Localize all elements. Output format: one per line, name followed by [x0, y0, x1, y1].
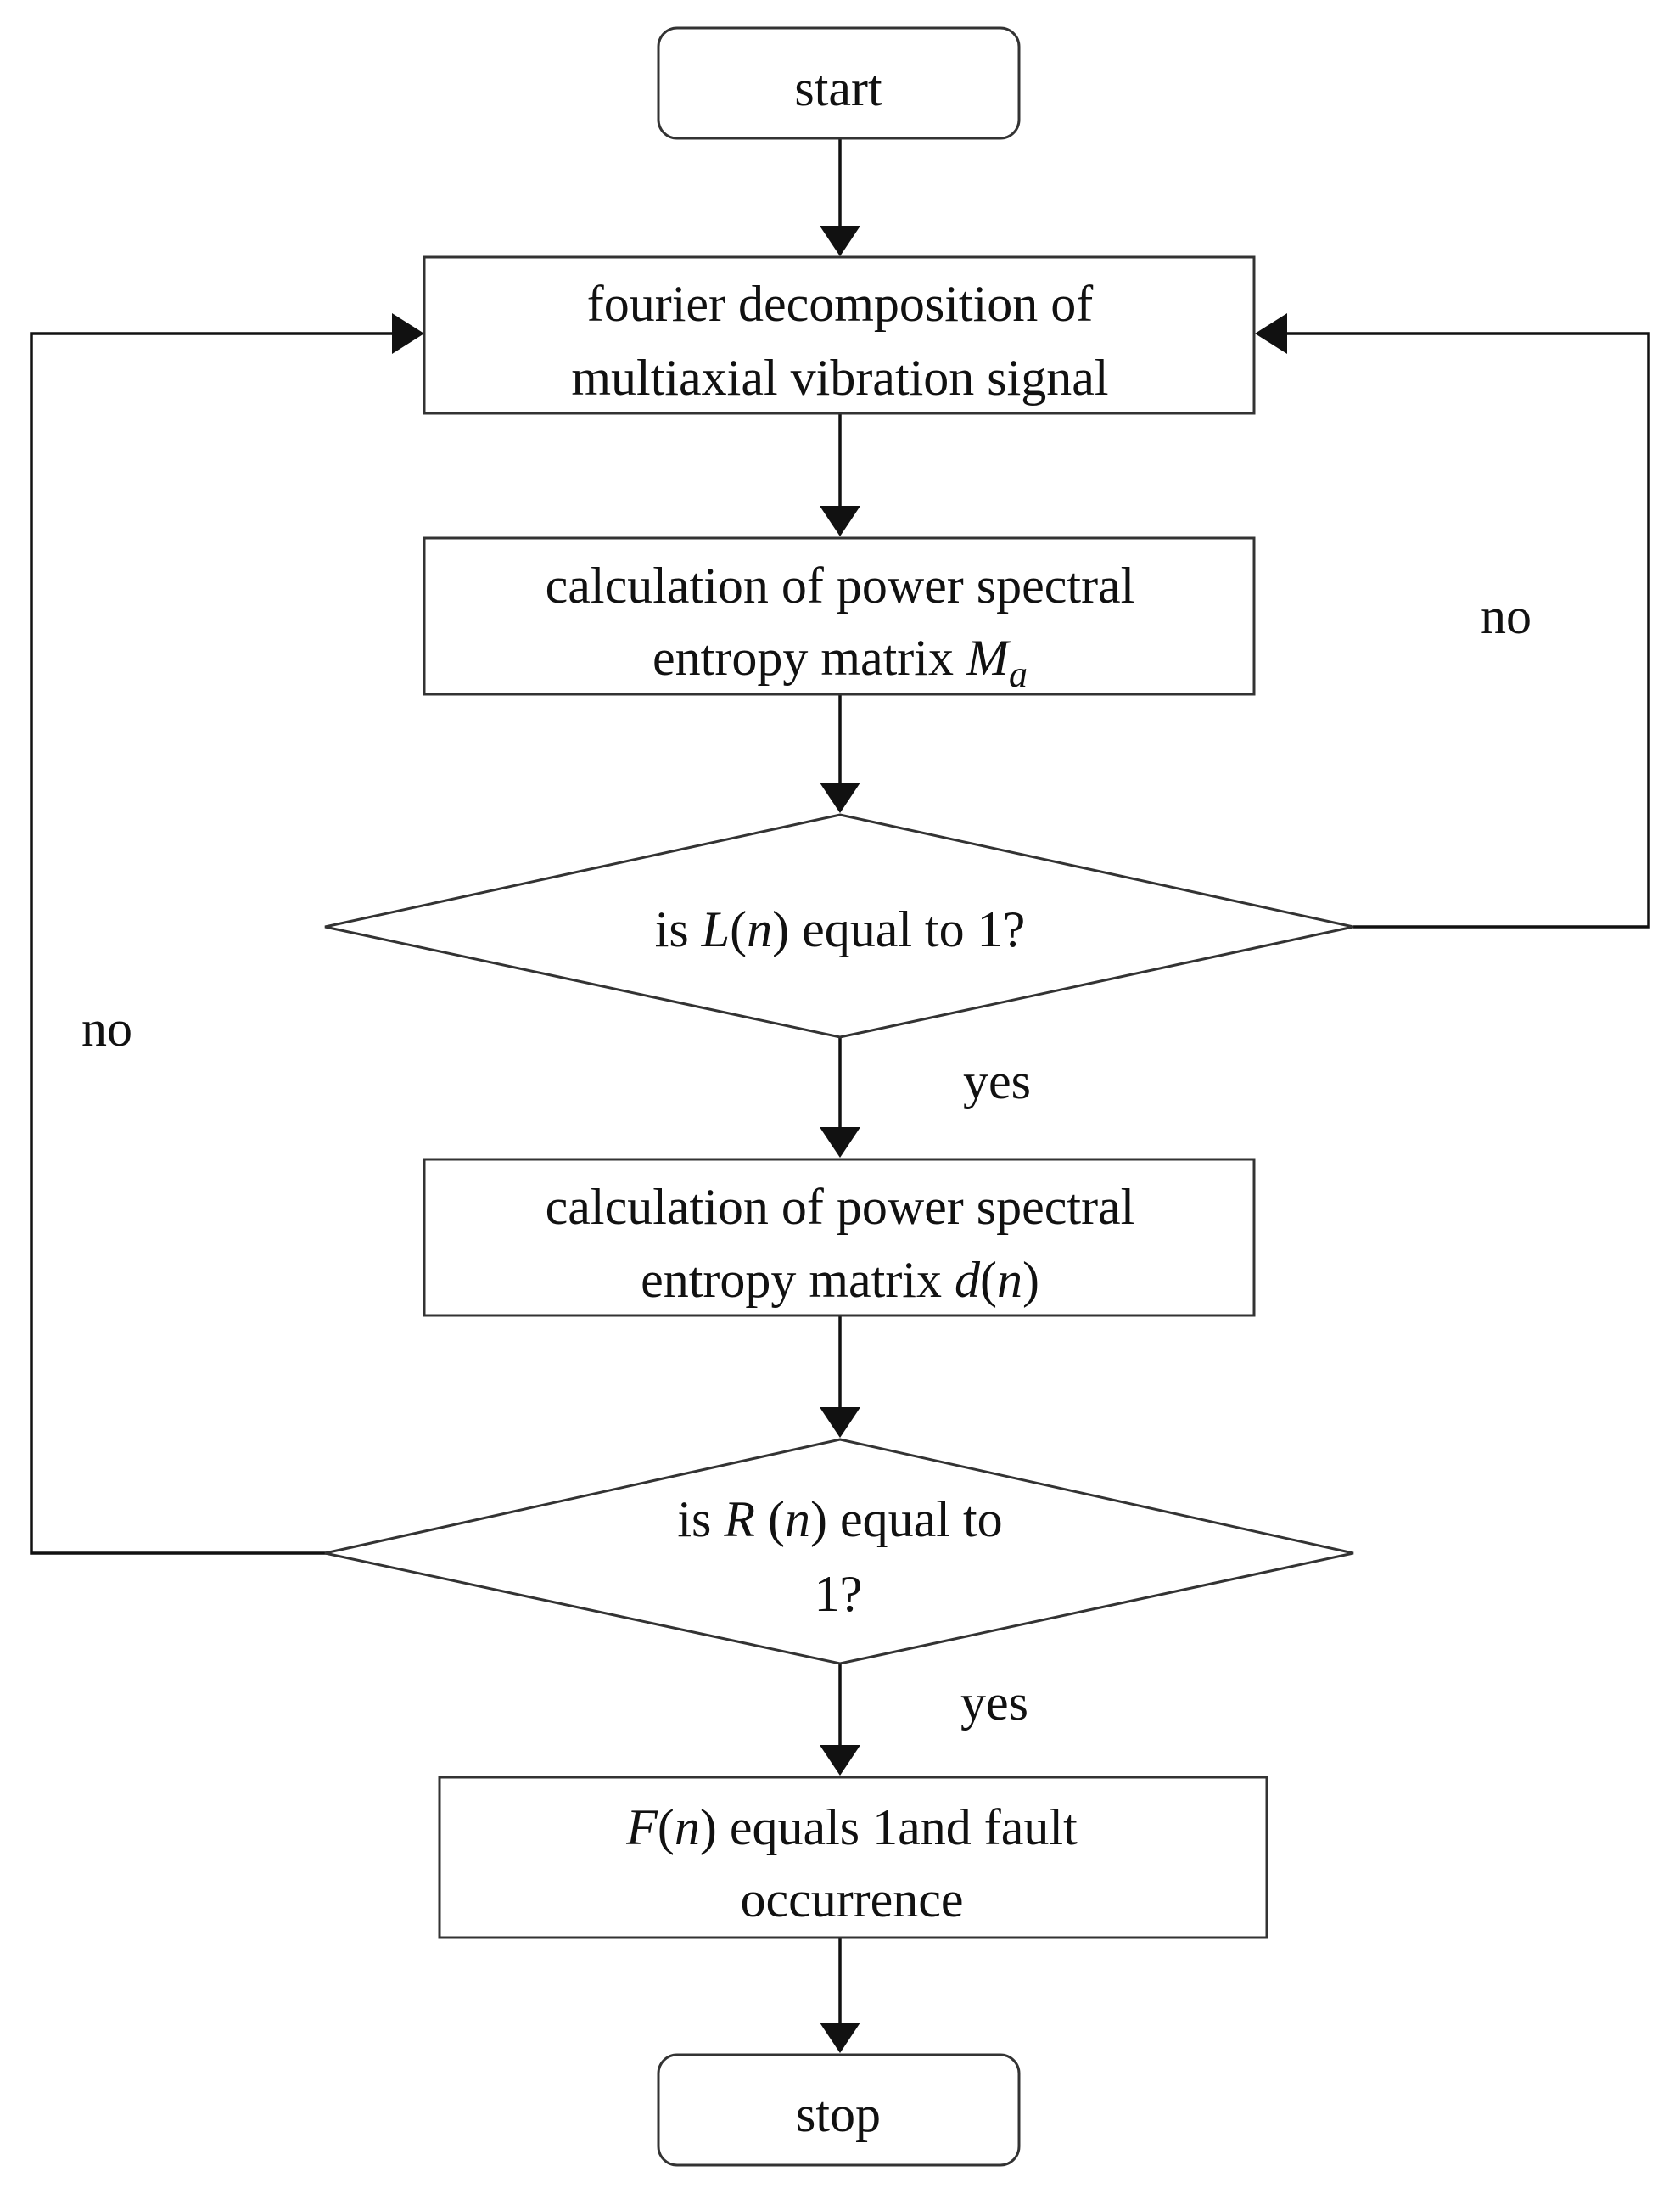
decision-l-close: ): [772, 901, 789, 957]
decision-r-label-line1: is R (n) equal to: [677, 1491, 1002, 1547]
arrowhead: [820, 506, 860, 536]
arrowhead: [820, 1407, 860, 1438]
decision-l-open: (: [730, 901, 747, 957]
psd-dn-label-line2: entropy matrix d(n): [641, 1252, 1039, 1308]
fault-label-line2: occurrence: [740, 1871, 963, 1927]
edge-label-yes-1: yes: [963, 1053, 1031, 1109]
psd-dn-label-text: entropy matrix: [641, 1252, 955, 1308]
fault-arg: n: [675, 1799, 700, 1855]
psd-dn-label-line1: calculation of power spectral: [546, 1179, 1135, 1235]
edge-decision-l-no-loop: [1285, 332, 1650, 929]
edge-decision-r-no-loop: [30, 332, 394, 1555]
edge-label-no-left: no: [81, 1001, 132, 1057]
decision-r-post: ) equal to: [810, 1491, 1003, 1547]
edge-label-no-right: no: [1481, 588, 1532, 644]
psd-dn-open: (: [980, 1252, 997, 1308]
stop-terminal: [657, 2053, 1021, 2167]
fault-var-f: F: [625, 1799, 658, 1855]
fault-post: ) equals 1and fault: [700, 1799, 1078, 1855]
start-terminal: [657, 26, 1021, 140]
start-label: start: [794, 60, 882, 116]
decision-r-diamond: [324, 1438, 1354, 1665]
fault-open: (: [658, 1799, 675, 1855]
decision-l-diamond: [324, 813, 1354, 1039]
arrowhead: [820, 226, 860, 256]
decision-l-var: L: [701, 901, 730, 957]
arrowhead: [392, 313, 424, 354]
decision-l-label: is L(n) equal to 1?: [655, 901, 1026, 957]
fourier-label-line1: fourier decomposition of: [587, 276, 1094, 332]
psd-dn-process-box: [423, 1158, 1256, 1317]
psd-ma-var-subscript: a: [1009, 654, 1028, 695]
psd-ma-var-m: M: [966, 630, 1011, 686]
psd-dn-var-d: d: [955, 1252, 981, 1308]
fourier-label-line2: multiaxial vibration signal: [571, 350, 1108, 406]
edge-label-yes-2: yes: [960, 1675, 1028, 1731]
decision-r-arg: n: [785, 1491, 810, 1547]
decision-r-pre: is: [677, 1491, 724, 1547]
decision-r-var: R: [723, 1491, 755, 1547]
decision-r-label-line2: 1?: [815, 1566, 863, 1622]
psd-ma-label-text: entropy matrix: [652, 630, 966, 686]
arrowhead: [820, 1127, 860, 1158]
psd-ma-label-line1: calculation of power spectral: [546, 558, 1135, 614]
psd-ma-label-line2: entropy matrix Ma: [652, 630, 1028, 695]
arrowhead: [1255, 313, 1287, 354]
fault-process-box: [438, 1776, 1268, 1939]
decision-l-arg: n: [747, 901, 772, 957]
psd-dn-arg: n: [997, 1252, 1022, 1308]
psd-ma-process-box: [423, 536, 1256, 696]
arrowhead: [820, 783, 860, 813]
psd-dn-close: ): [1022, 1252, 1039, 1308]
decision-l-pre: is: [655, 901, 702, 957]
fault-label-line1: F(n) equals 1and fault: [625, 1799, 1078, 1855]
decision-l-post: equal to 1?: [789, 901, 1025, 957]
fourier-process-box: [423, 255, 1256, 415]
stop-label: stop: [796, 2086, 881, 2142]
arrowhead: [820, 2023, 860, 2053]
arrowhead: [820, 1745, 860, 1776]
decision-r-mid: (: [755, 1491, 785, 1547]
